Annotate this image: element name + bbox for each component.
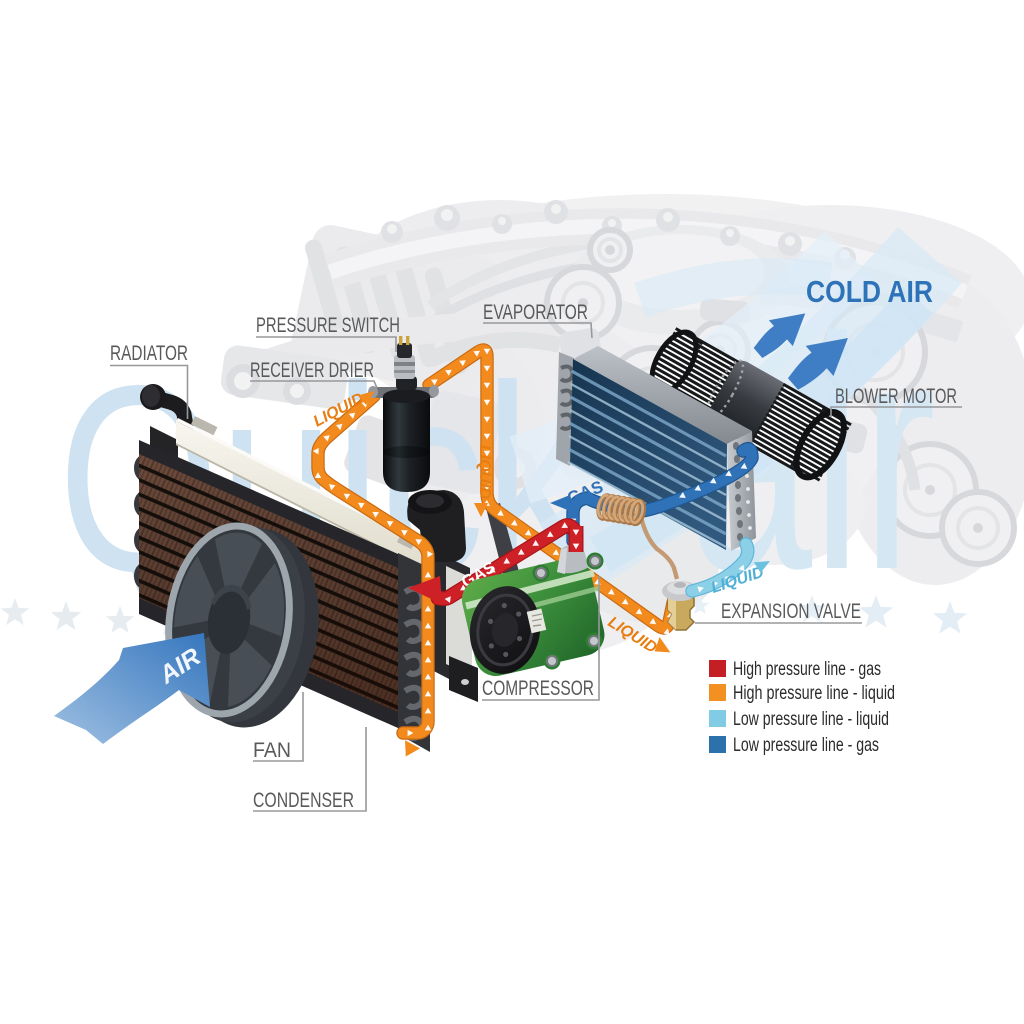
svg-text:Low pressure line - gas: Low pressure line - gas	[733, 735, 879, 756]
svg-text:High pressure line - gas: High pressure line - gas	[733, 659, 881, 680]
svg-text:COMPRESSOR: COMPRESSOR	[482, 677, 594, 700]
svg-text:Low pressure line - liquid: Low pressure line - liquid	[733, 709, 889, 730]
svg-text:High pressure line - liquid: High pressure line - liquid	[733, 683, 895, 704]
svg-text:RECEIVER DRIER: RECEIVER DRIER	[250, 359, 374, 382]
svg-text:EVAPORATOR: EVAPORATOR	[483, 301, 588, 324]
svg-text:CONDENSER: CONDENSER	[253, 789, 354, 812]
svg-text:EXPANSION VALVE: EXPANSION VALVE	[721, 600, 861, 623]
svg-text:BLOWER MOTOR: BLOWER MOTOR	[835, 385, 957, 408]
svg-text:LIQUID: LIQUID	[476, 445, 493, 500]
svg-text:PRESSURE SWITCH: PRESSURE SWITCH	[256, 314, 400, 337]
svg-text:FAN: FAN	[253, 739, 291, 762]
svg-text:RADIATOR: RADIATOR	[110, 342, 188, 365]
svg-text:COLD AIR: COLD AIR	[806, 274, 933, 309]
